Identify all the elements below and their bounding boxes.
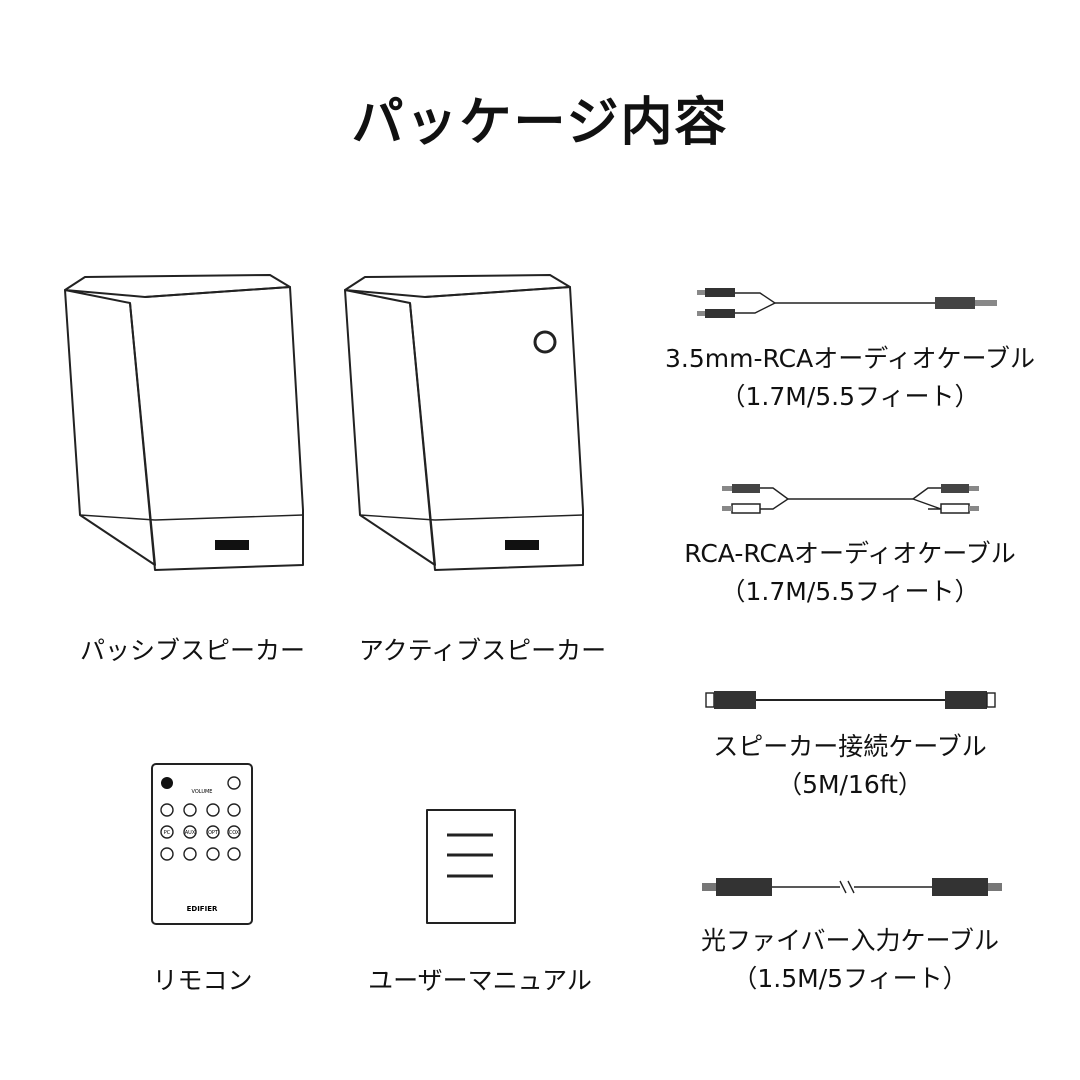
cable-speaker-name: スピーカー接続ケーブル xyxy=(713,732,987,761)
remote-label: リモコン xyxy=(152,966,253,995)
cable-optical-name: 光ファイバー入力ケーブル xyxy=(700,926,999,955)
cable-rca-rca-label: RCA-RCAオーディオケーブル （1.7M/5.5フィート） xyxy=(640,535,1060,611)
active-speaker-illustration xyxy=(344,274,584,571)
passive-speaker-logo xyxy=(215,540,249,550)
cable-35mm-rca-spec: （1.7M/5.5フィート） xyxy=(720,382,980,411)
active-speaker-label: アクティブスピーカー xyxy=(358,636,607,665)
cable-rca-rca-spec: （1.7M/5.5フィート） xyxy=(720,577,980,606)
volume-text: VOLUME xyxy=(192,789,213,795)
remote-btn-aux: AUX xyxy=(185,830,196,836)
mute-icon xyxy=(161,777,173,789)
passive-speaker-illustration xyxy=(64,274,304,571)
cable-speaker-spec: （5M/16ft） xyxy=(777,770,923,799)
page-title: パッケージ内容 xyxy=(351,93,729,153)
remote-btn-cox: COX xyxy=(229,830,240,836)
cable-35mm-rca-illustration xyxy=(697,288,997,318)
manual-illustration xyxy=(426,809,516,924)
cable-optical-illustration xyxy=(702,878,1002,896)
power-knob-icon xyxy=(533,330,557,354)
remote-brand: EDIFIER xyxy=(187,905,218,913)
active-speaker-logo xyxy=(505,540,539,550)
cable-35mm-rca-label: 3.5mm-RCAオーディオケーブル （1.7M/5.5フィート） xyxy=(640,340,1060,416)
cable-35mm-rca-name: 3.5mm-RCAオーディオケーブル xyxy=(665,344,1035,373)
remote-illustration: VOLUME PC AUX OPT COX EDIFIER xyxy=(151,763,253,925)
cable-rca-rca-name: RCA-RCAオーディオケーブル xyxy=(684,539,1016,568)
cable-rca-rca-illustration xyxy=(722,484,979,514)
passive-speaker-label: パッシブスピーカー xyxy=(79,636,305,665)
power-icon xyxy=(227,776,241,790)
cable-optical-label: 光ファイバー入力ケーブル （1.5M/5フィート） xyxy=(640,922,1060,998)
cable-speaker-label: スピーカー接続ケーブル （5M/16ft） xyxy=(640,728,1060,804)
cable-speaker-illustration xyxy=(705,691,996,709)
cable-optical-spec: （1.5M/5フィート） xyxy=(732,964,968,993)
manual-label: ユーザーマニュアル xyxy=(368,966,592,995)
remote-btn-opt: OPT xyxy=(208,830,219,836)
remote-btn-pc: PC xyxy=(164,830,171,836)
